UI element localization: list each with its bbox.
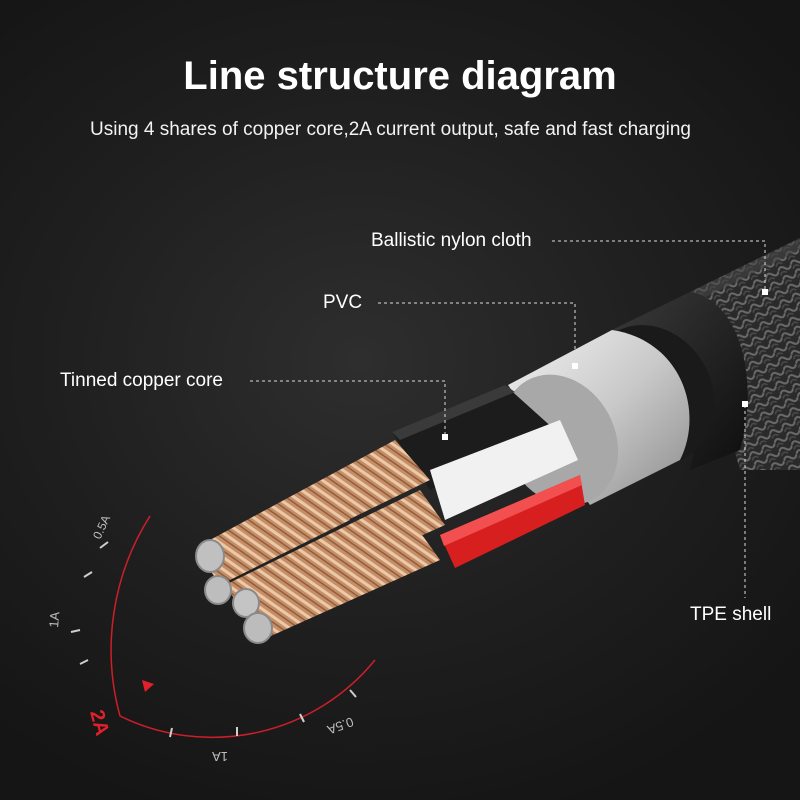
nylon-leader <box>552 240 766 292</box>
copper-strands <box>195 440 445 644</box>
dial-label-inner-1: 0.5A <box>325 714 356 737</box>
pvc-leader <box>378 302 576 366</box>
leader-dots <box>442 289 768 440</box>
dial-arc-outer <box>110 515 151 717</box>
dial-label-outer-1: 0.5A <box>90 513 113 541</box>
page-subtitle: Using 4 shares of copper core,2A current… <box>90 119 691 140</box>
inner-wires <box>392 385 585 568</box>
label-tpe: TPE shell <box>690 604 772 625</box>
dial-label-inner-2: 1A <box>212 749 228 764</box>
nylon-braid <box>690 238 800 470</box>
label-copper: Tinned copper core <box>60 370 224 391</box>
leader-lines <box>250 240 766 598</box>
dial-pointer <box>142 680 154 692</box>
copper-leader <box>250 380 446 437</box>
dial-label-outer-3: 2A <box>85 708 113 738</box>
dial-ticks <box>70 541 357 738</box>
page-title: Line structure diagram <box>183 54 617 98</box>
label-pvc: PVC <box>323 292 363 313</box>
dial-label-outer-2: 1A <box>46 611 62 628</box>
label-nylon: Ballistic nylon cloth <box>371 230 532 251</box>
dial-arc-inner <box>119 659 376 739</box>
